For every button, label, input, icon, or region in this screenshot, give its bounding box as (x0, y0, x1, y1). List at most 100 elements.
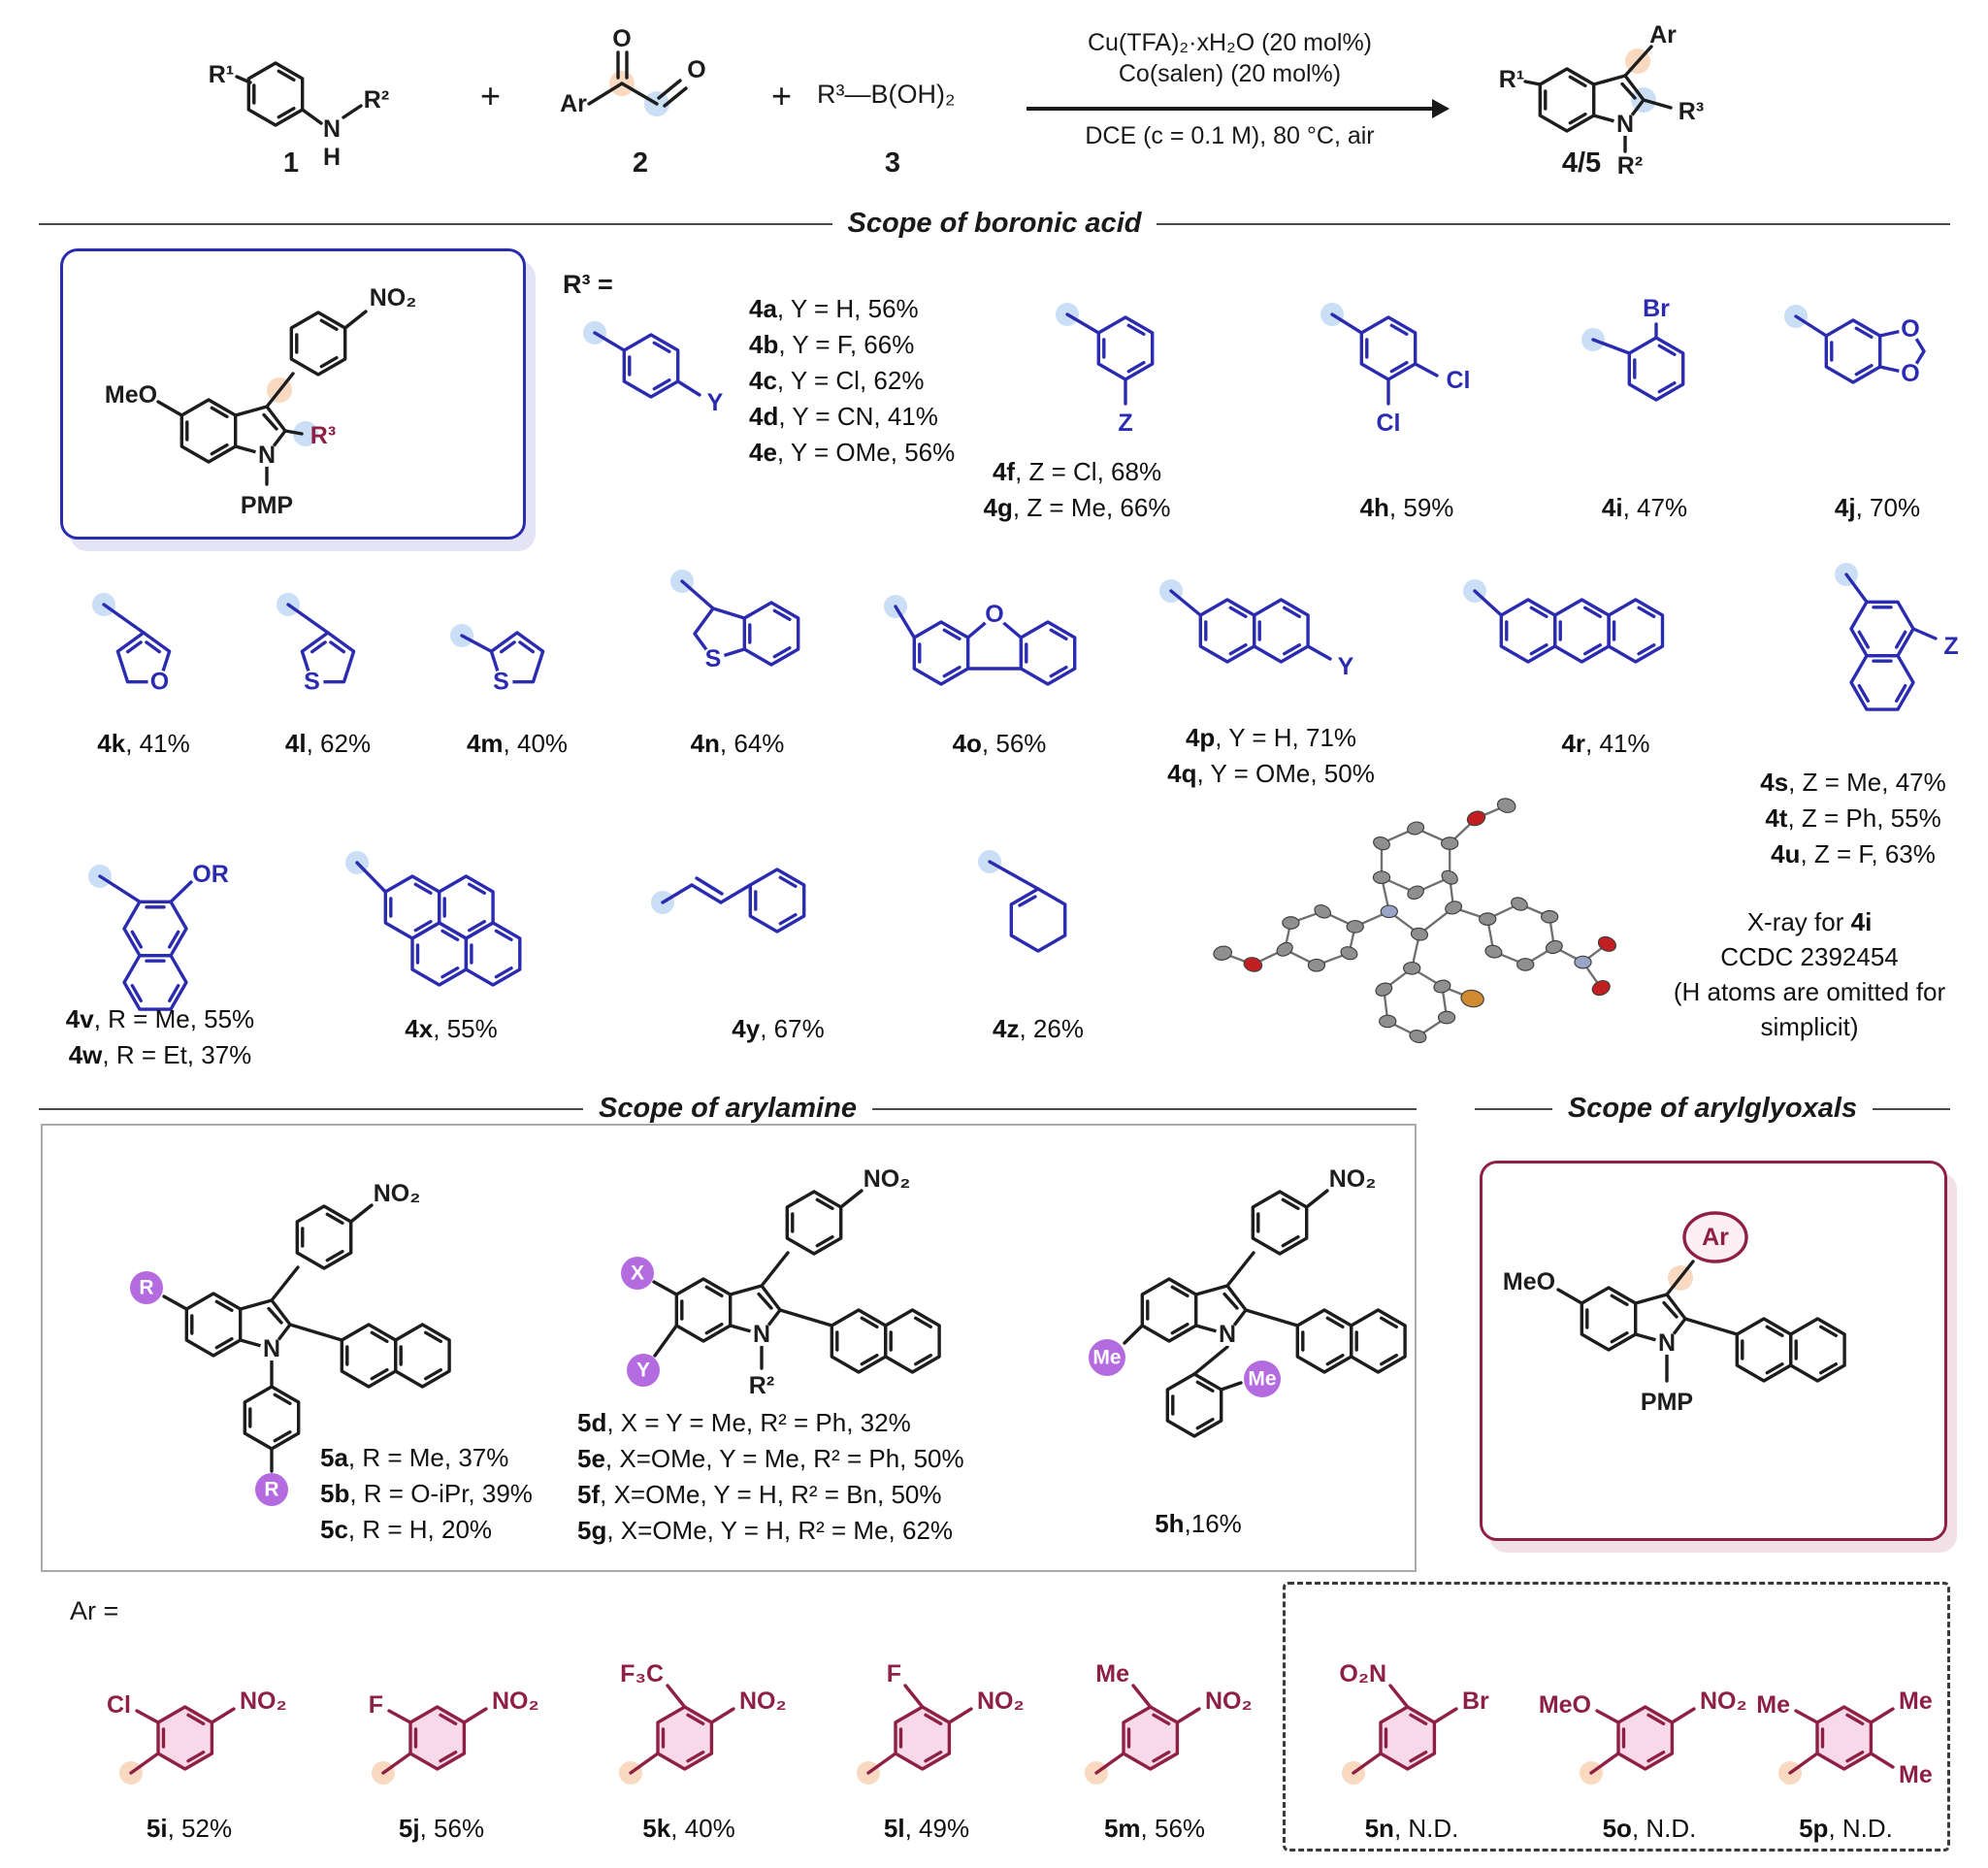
caption-5m: 5m, 56% (1058, 1811, 1252, 1847)
compound-result: , Y = F, 66% (778, 330, 915, 359)
reaction-arrowhead (1432, 99, 1450, 118)
compound-id: 4d (749, 402, 779, 431)
divider-line (39, 222, 832, 225)
atom-label: S (493, 669, 509, 696)
caption-line: (H atoms are omitted for (1673, 977, 1946, 1006)
compound-result: , 56% (419, 1814, 485, 1843)
caption-line: 4w, R = Et, 37% (39, 1037, 281, 1073)
caption-line: 5c, R = H, 20% (320, 1512, 533, 1548)
caption-line: 4v, R = Me, 55% (39, 1001, 281, 1037)
caption-4s-4u: 4s, Z = Me, 47% 4t, Z = Ph, 55% 4u, Z = … (1742, 765, 1965, 872)
caption-line: 4u, Z = F, 63% (1742, 836, 1965, 872)
divider-line (1873, 1107, 1951, 1110)
atom-label: OR (192, 861, 229, 888)
atom-label: S (705, 645, 722, 672)
compound-id: 4v (65, 1004, 94, 1033)
atom-label: NO₂ (492, 1688, 539, 1715)
structure-4f-4g: Z (1056, 303, 1155, 437)
structure-4y (651, 868, 806, 934)
atom-label: O (1901, 315, 1919, 343)
compound-id: 5d (577, 1408, 607, 1437)
compound-result: , Y = H, 56% (776, 294, 919, 323)
atom-label: NO₂ (370, 284, 417, 311)
compound-id: 5b (320, 1479, 350, 1508)
boronic-scaffold-box: MeO NO₂ N R³ PMP (60, 248, 526, 540)
caption-line: X-ray for 4i (1649, 904, 1970, 939)
atom-label: NO₂ (864, 1165, 911, 1193)
caption-4i: 4i, 47% (1567, 490, 1722, 526)
compound-result: , 40% (503, 729, 569, 758)
compound-id: 4i (1850, 907, 1873, 936)
atom-label: MeO (1503, 1268, 1555, 1295)
caption-4v-4w: 4v, R = Me, 55% 4w, R = Et, 37% (39, 1001, 281, 1073)
atom-label: R² (364, 86, 389, 114)
compound-id: 4m (466, 729, 504, 758)
boronic-acid-formula: R³—B(OH)₂ (817, 80, 956, 109)
section-divider-glyoxal: Scope of arylglyoxals (1475, 1093, 1951, 1125)
compound-id: 4i (1601, 493, 1623, 522)
structure-4p-4q: Y (1159, 579, 1354, 680)
substituent-badge: Me (1248, 1368, 1276, 1391)
substituent-badge: R (139, 1277, 153, 1299)
caption-4n: 4n, 64% (660, 726, 815, 762)
atom-label: H (323, 144, 341, 171)
compound-result: , N.D. (1393, 1814, 1459, 1843)
atom-label: R³ (1678, 98, 1704, 125)
caption-line: 4s, Z = Me, 47% (1742, 765, 1965, 801)
structure-4i: Br (1581, 295, 1685, 402)
caption-5k: 5k, 40% (592, 1811, 786, 1847)
ar-equals-label: Ar = (70, 1596, 119, 1625)
atom-label: N (1219, 1321, 1236, 1348)
structure-4j: O O (1784, 305, 1926, 387)
atom-label: PMP (1641, 1389, 1693, 1416)
structure-5n: Br O₂N (1339, 1660, 1489, 1785)
caption-4k: 4k, 41% (66, 726, 221, 762)
caption-5o: 5o, N.D. (1552, 1811, 1746, 1847)
atom-label: O (687, 56, 705, 83)
structure-4z (978, 850, 1067, 953)
atom-label: NO₂ (1205, 1688, 1253, 1715)
caption-line: 4e, Y = OMe, 56% (749, 435, 955, 471)
atom-label: Y (1338, 653, 1354, 680)
compound-result: , 26% (1019, 1014, 1084, 1043)
structure-4x (345, 851, 592, 1024)
caption-4z: 4z, 26% (956, 1011, 1121, 1047)
xray-text: X-ray for (1746, 907, 1851, 936)
substituent-badge: Y (636, 1360, 650, 1382)
caption-5i: 5i, 52% (92, 1811, 286, 1847)
caption-line: 5e, X=OMe, Y = Me, R² = Ph, 50% (577, 1441, 964, 1477)
compound-result: , Z = Me, 66% (1012, 493, 1171, 522)
compound-result: , 59% (1388, 493, 1454, 522)
compound-id: 5m (1103, 1814, 1141, 1843)
atom-label: R¹ (209, 61, 234, 88)
structure-5a-5c: NO₂ R R N (130, 1180, 577, 1506)
compound-result: , X = Y = Me, R² = Ph, 32% (606, 1408, 911, 1437)
atom-label: Br (1462, 1688, 1489, 1715)
compound-id: 4y (732, 1014, 761, 1043)
compound-id: 4u (1771, 839, 1801, 868)
caption-line: 4a, Y = H, 56% (749, 291, 955, 327)
compound-number-2: 2 (632, 147, 649, 179)
structure-4l: S (277, 593, 356, 696)
compound-id: 4o (952, 729, 982, 758)
xray-caption: X-ray for 4i CCDC 2392454 (H atoms are o… (1649, 904, 1970, 1044)
compound-id: 5e (577, 1444, 605, 1473)
atom-label: Cl (107, 1691, 131, 1719)
divider-line (39, 1107, 584, 1110)
structure-scaffold-blue: MeO NO₂ N R³ PMP (105, 284, 417, 519)
compound-id: 4q (1167, 759, 1197, 788)
compound-result: , R = Me, 37% (347, 1443, 509, 1472)
atom-label: R¹ (1499, 66, 1524, 93)
atom-label: NO₂ (240, 1688, 287, 1715)
compound-id: 4t (1765, 803, 1788, 833)
compound-result: , 47% (1622, 493, 1688, 522)
structure-5l: NO₂ F (857, 1660, 1025, 1785)
caption-line: simplicit) (1760, 1012, 1859, 1041)
atom-label: Z (1943, 633, 1958, 660)
structure-5m: NO₂ Me (1085, 1660, 1253, 1785)
caption-5j: 5j, 56% (344, 1811, 538, 1847)
structure-scaffold-glyoxal: MeO Ar N PMP (1503, 1211, 1950, 1416)
atom-label: NO₂ (977, 1688, 1025, 1715)
nd-dashed-box (1283, 1582, 1950, 1852)
caption-4j: 4j, 70% (1800, 490, 1955, 526)
